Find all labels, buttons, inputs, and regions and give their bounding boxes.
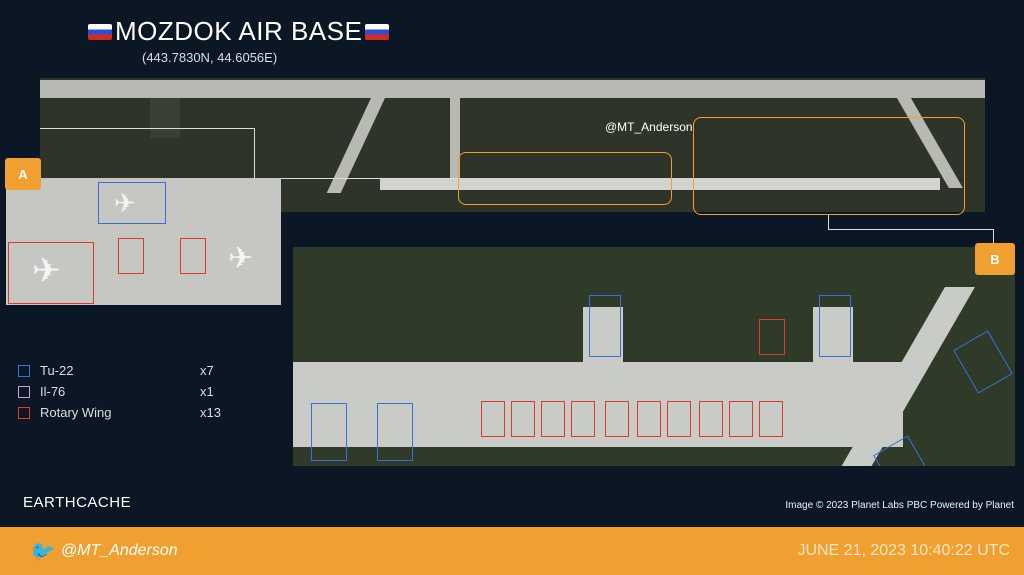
page-title: MOZDOK AIR BASE	[88, 16, 390, 47]
legend-item-rotary-wing: Rotary Wing x13	[18, 402, 221, 423]
inset-a-image: ✈ ✈ ✈	[6, 178, 281, 305]
twitter-icon: 🐦	[28, 540, 53, 563]
inset-a-label: A	[5, 158, 41, 190]
highlight-area-b	[693, 117, 965, 215]
image-credit: Image © 2023 Planet Labs PBC Powered by …	[785, 500, 1014, 511]
legend-name: Tu-22	[40, 363, 74, 378]
russia-flag-icon	[88, 23, 112, 40]
legend-count: x7	[200, 363, 214, 378]
legend: Tu-22 x7 Il-76 x1 Rotary Wing x13	[18, 360, 221, 423]
title-text: MOZDOK AIR BASE	[115, 16, 363, 46]
timestamp: JUNE 21, 2023 10:40:22 UTC	[797, 542, 1010, 559]
swatch	[18, 406, 30, 419]
footer-bar: 🐦 @MT_Anderson JUNE 21, 2023 10:40:22 UT…	[0, 527, 1024, 575]
highlight-area-a	[458, 152, 672, 205]
legend-item-il76: Il-76 x1	[18, 381, 221, 402]
inset-b-label: B	[975, 243, 1015, 275]
legend-name: Il-76	[40, 384, 66, 399]
legend-count: x1	[200, 384, 214, 399]
swatch	[18, 364, 30, 377]
coordinates: (443.7830N, 44.6056E)	[142, 50, 278, 65]
inset-b-image	[293, 247, 1015, 466]
legend-name: Rotary Wing	[40, 405, 112, 420]
legend-count: x13	[200, 405, 221, 420]
earthcache-logo: EARTHCACHE	[23, 494, 132, 511]
twitter-handle[interactable]: @MT_Anderson	[60, 542, 178, 559]
russia-flag-icon	[365, 23, 390, 40]
watermark: @MT_Anderson	[605, 120, 693, 134]
swatch	[18, 385, 30, 398]
legend-item-tu22: Tu-22 x7	[18, 360, 221, 381]
